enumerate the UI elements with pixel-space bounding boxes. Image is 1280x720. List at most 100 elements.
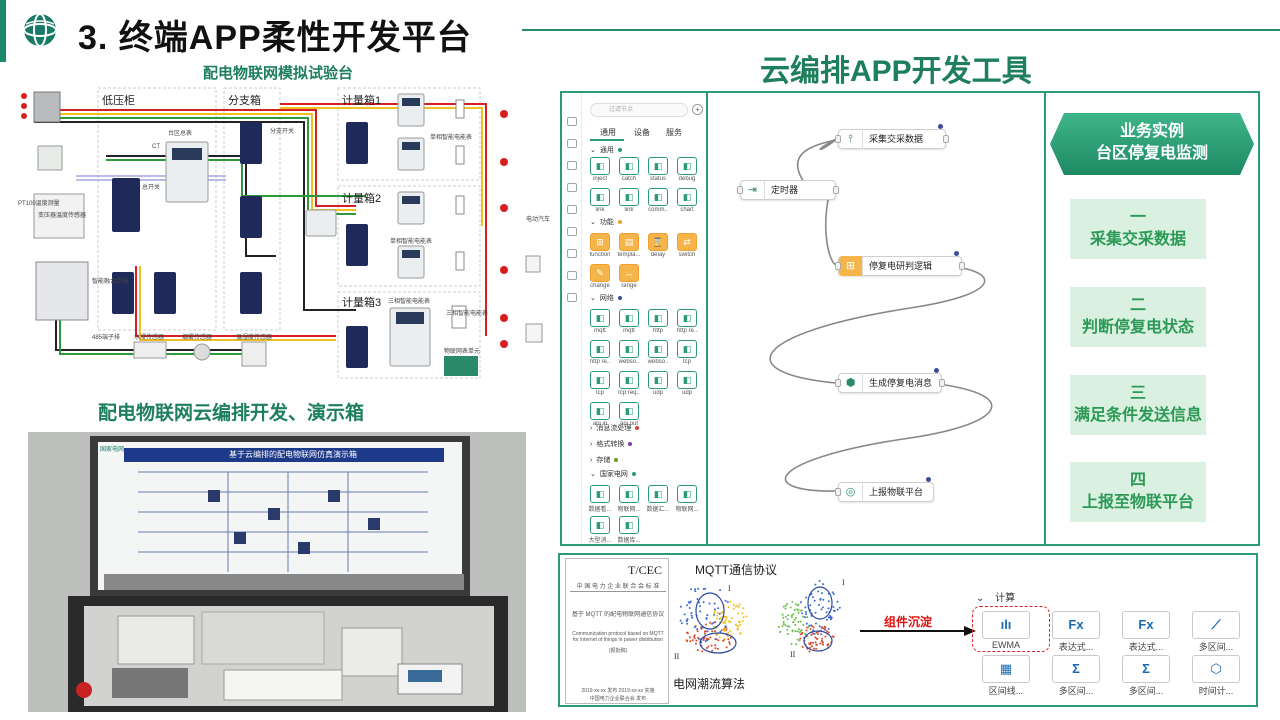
calc-component-2[interactable]: Fx (1122, 611, 1170, 639)
palette-category-storage[interactable]: ›存储 (590, 455, 619, 465)
palette-node-nodes_network-11[interactable]: ◧ (677, 371, 697, 389)
collect-node-input-port[interactable] (835, 135, 841, 143)
message-node-input-port[interactable] (835, 379, 841, 387)
flow-node-report-iot[interactable]: ◎ 上报物联平台 (835, 477, 934, 502)
palette-node-nodes_network-7[interactable]: ◧ (677, 340, 697, 358)
palette-node-nodes_general-1[interactable]: ◧ (619, 157, 639, 175)
scatter-point (713, 611, 716, 614)
category-color-dot (617, 220, 622, 225)
palette-category-function[interactable]: ⌄功能 (590, 217, 622, 227)
flow-node-collect-ac[interactable]: ⫯ 采集交采数据 (835, 124, 949, 149)
timer-node-icon: ⇥ (741, 180, 765, 200)
palette-node-nodes_network-2[interactable]: ◧ (648, 309, 668, 327)
scatter-point (817, 633, 819, 636)
calc-component-1[interactable]: Fx (1052, 611, 1100, 639)
palette-node-nodes_general-0[interactable]: ◧ (590, 157, 610, 175)
logic-node-output-port[interactable] (959, 262, 965, 270)
palette-tab-service[interactable]: 服务 (666, 128, 682, 137)
palette-search-input[interactable]: 过滤节点 (590, 103, 688, 117)
rail-settings-icon[interactable] (567, 249, 577, 258)
timer-node-input-port[interactable] (737, 186, 743, 194)
palette-node-nodes_sgcc-4[interactable]: ◧ (590, 516, 610, 534)
scatter-point (814, 611, 817, 614)
palette-node-nodes_general-6[interactable]: ◧ (648, 188, 668, 206)
palette-node-nodes_network-10[interactable]: ◧ (648, 371, 668, 389)
palette-node-nodes_network-1[interactable]: ◧ (619, 309, 639, 327)
palette-node-nodes_sgcc-3[interactable]: ◧ (677, 485, 697, 503)
palette-node-nodes_network-4[interactable]: ◧ (590, 340, 610, 358)
message-node-output-port[interactable] (939, 379, 945, 387)
palette-node-nodes_general-4[interactable]: ◧ (590, 188, 610, 206)
rail-device-icon[interactable] (567, 183, 577, 192)
calc-component-5[interactable]: Σ (1052, 655, 1100, 683)
flow-canvas[interactable]: ⫯ 采集交采数据 ⇥ 定时器 ⊞ 停复电研判逻辑 ⬢ 生成停复电消息 (710, 93, 1044, 544)
palette-node-nodes_network-13[interactable]: ◧ (619, 402, 639, 420)
rail-user-icon[interactable] (567, 227, 577, 236)
palette-category-msgflow[interactable]: ›消息流处理 (590, 423, 640, 433)
rail-cloud-icon[interactable] (567, 205, 577, 214)
rail-grid-icon[interactable] (567, 117, 577, 126)
scatter-point (811, 596, 814, 599)
demo-box-title: 配电物联网云编排开发、演示箱 (98, 403, 365, 424)
calc-category-header[interactable]: ⌄ 计算 (976, 589, 1015, 604)
palette-node-nodes_sgcc-5[interactable]: ◧ (619, 516, 639, 534)
palette-add-button[interactable]: + (692, 104, 703, 115)
palette-node-nodes_function-1[interactable]: ▤ (619, 233, 639, 251)
palette-node-nodes_function-5[interactable]: ↔ (619, 264, 639, 282)
palette-node-icon: ◧ (595, 344, 605, 354)
flow-node-outage-logic[interactable]: ⊞ 停复电研判逻辑 (835, 251, 965, 276)
calc-component-3[interactable]: ⟋ (1192, 611, 1240, 639)
scatter-point (810, 634, 813, 636)
scatter-point (726, 601, 729, 603)
palette-node-nodes_network-6[interactable]: ◧ (648, 340, 668, 358)
palette-tab-general[interactable]: 通用 (600, 128, 616, 137)
palette-node-nodes_sgcc-1[interactable]: ◧ (619, 485, 639, 503)
palette-node-nodes_network-12[interactable]: ◧ (590, 402, 610, 420)
palette-node-nodes_general-2[interactable]: ◧ (648, 157, 668, 175)
collect-node-output-port[interactable] (943, 135, 949, 143)
palette-node-nodes_general-5[interactable]: ◧ (619, 188, 639, 206)
palette-node-label: tcp (595, 390, 604, 396)
scatter-point (832, 593, 835, 595)
scatter-point (724, 622, 727, 625)
calc-component-4[interactable]: ▦ (982, 655, 1030, 683)
palette-node-nodes_function-2[interactable]: ⌛ (648, 233, 668, 251)
palette-tab-device[interactable]: 设备 (634, 128, 650, 137)
palette-category-network[interactable]: ⌄网络 (590, 293, 622, 303)
rail-link-icon[interactable] (567, 161, 577, 170)
palette-category-general[interactable]: ⌄通用 (590, 145, 622, 155)
palette-node-nodes_function-4[interactable]: ✎ (590, 264, 610, 282)
flow-wires (769, 137, 993, 492)
scatter-point (693, 637, 696, 640)
rail-export-icon[interactable] (567, 293, 577, 302)
palette-node-nodes_network-0[interactable]: ◧ (590, 309, 610, 327)
logic-node-input-port[interactable] (835, 262, 841, 270)
scatter-point (714, 644, 717, 647)
palette-node-nodes_network-5[interactable]: ◧ (619, 340, 639, 358)
scatter-point (799, 620, 802, 623)
flow-node-timer[interactable]: ⇥ 定时器 (737, 180, 839, 200)
timer-node-output-port[interactable] (833, 186, 839, 194)
scatter-point (679, 619, 682, 622)
palette-node-nodes_network-3[interactable]: ◧ (677, 309, 697, 327)
calc-component-6[interactable]: Σ (1122, 655, 1170, 683)
palette-node-nodes_sgcc-0[interactable]: ◧ (590, 485, 610, 503)
palette-node-nodes_general-3[interactable]: ◧ (677, 157, 697, 175)
scatter-point (712, 621, 715, 624)
calc-component-7[interactable]: ⬡ (1192, 655, 1240, 683)
rail-help-icon[interactable] (567, 271, 577, 280)
rail-nodes-icon[interactable] (567, 139, 577, 148)
palette-node-nodes_network-8[interactable]: ◧ (590, 371, 610, 389)
calc-component-0[interactable]: ılı (982, 611, 1030, 639)
palette-category-sgcc[interactable]: ⌄国家电网 (590, 469, 636, 479)
report-node-input-port[interactable] (835, 488, 841, 496)
scatter-point (726, 635, 729, 638)
palette-node-nodes_function-3[interactable]: ⇄ (677, 233, 697, 251)
scatter-point (822, 598, 825, 601)
palette-category-format[interactable]: ›格式转换 (590, 439, 633, 449)
palette-node-nodes_network-9[interactable]: ◧ (619, 371, 639, 389)
palette-node-nodes_general-7[interactable]: ◧ (677, 188, 697, 206)
flow-node-generate-msg[interactable]: ⬢ 生成停复电消息 (835, 368, 945, 393)
palette-node-nodes_function-0[interactable]: ⊞ (590, 233, 610, 251)
palette-node-nodes_sgcc-2[interactable]: ◧ (648, 485, 668, 503)
